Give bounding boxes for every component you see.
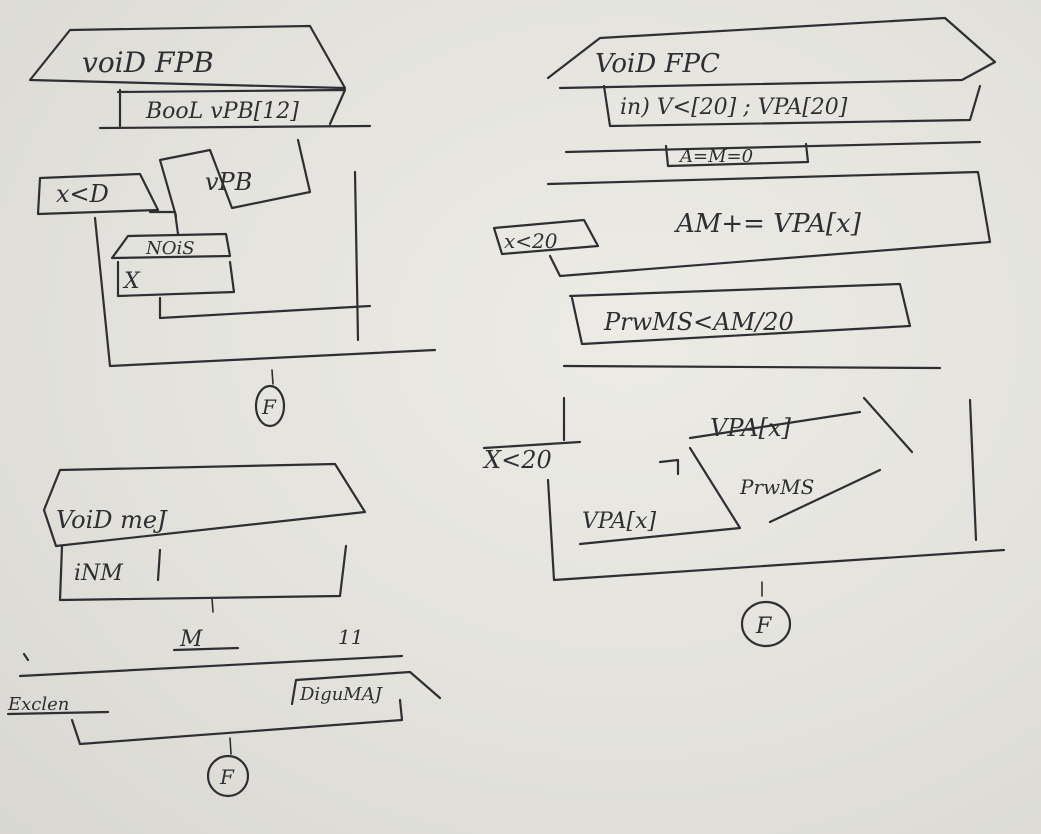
fpc-init-text: A=M=0: [678, 146, 753, 167]
fpc-declaration-text: in) V<[20] ; VPA[20]: [620, 95, 848, 120]
mej-end-circle: [206, 754, 250, 798]
fpc-loop-label-box: [492, 218, 600, 256]
fpc-loop-body: [546, 170, 992, 278]
fpc2-condition-box: [578, 396, 914, 546]
flowchart-fpc: VoiD FPC in) V<[20] ; VPA[20] A=M=0 x<20…: [492, 16, 997, 346]
fpb-header-box: [28, 24, 347, 90]
fpc-declaration-box: [602, 84, 982, 128]
fpc-output-text: PrwMS<AM/20: [603, 308, 794, 336]
fpc2-loop-label-text: X<20: [482, 446, 552, 474]
fpb-loop-body: [93, 170, 437, 368]
fpb-declaration-text: BooL vPB[12]: [145, 99, 299, 124]
fpb-declaration-box: [98, 88, 372, 130]
fpb-end-mark: F: [261, 395, 277, 419]
mej-branch-line: [18, 652, 404, 678]
fpb-loop-label-box: [36, 172, 160, 216]
fpc-header-box: [546, 16, 997, 90]
mej-declaration-text: iNM: [74, 561, 123, 586]
fpc-statement-text: AM+= VPA[x]: [674, 209, 862, 239]
fpb-loop-label-text: x<D: [56, 180, 109, 208]
mej-header-box: [42, 462, 367, 548]
mej-declaration-box: [58, 544, 348, 602]
flowchart-fpb: voiD FPB BooL vPB[12] x<D vPB NOiS X F: [28, 24, 437, 428]
mej-end-mark: F: [219, 765, 235, 789]
fpb-end-circle: [254, 384, 286, 428]
fpc-init-box: [564, 140, 982, 168]
fpb-inner-box: [110, 232, 232, 260]
mej-left-branch-text: Exclen: [7, 694, 69, 715]
fpb-inner-var-box: [116, 260, 236, 298]
mej-branch-mark: 11: [338, 625, 363, 649]
flowchart-mej: VoiD meJ iNM M 11 Exclen DiguMAJ F: [6, 462, 442, 798]
mej-right-branch-text: DiguMAJ: [299, 684, 384, 705]
fpc-loop-label-text: x<20: [504, 229, 558, 253]
mej-header-text: VoiD meJ: [56, 506, 168, 534]
mej-merge-box: [70, 698, 404, 746]
fpc2-output-text: PrwMS: [739, 475, 814, 499]
fpc2-end-circle: [740, 600, 792, 648]
flowchart-fpc-loop: X<20 VPA[x] VPA[x] PrwMS F: [482, 364, 1006, 648]
fpb-inner-box-text: NOiS: [145, 238, 195, 259]
fpb-condition-box: [158, 138, 312, 218]
fpb-condition-text: vPB: [205, 168, 252, 196]
fpb-inner-var-text: X: [122, 269, 141, 294]
fpc2-true-branch-text: VPA[x]: [582, 509, 657, 534]
fpc-output-box: [568, 282, 912, 346]
fpb-header-text: voiD FPB: [82, 46, 214, 79]
fpc2-end-mark: F: [755, 614, 772, 639]
mej-input-text: M: [179, 627, 203, 652]
fpc2-loop-body: [546, 364, 1006, 582]
fpc-header-text: VoiD FPC: [595, 49, 720, 79]
